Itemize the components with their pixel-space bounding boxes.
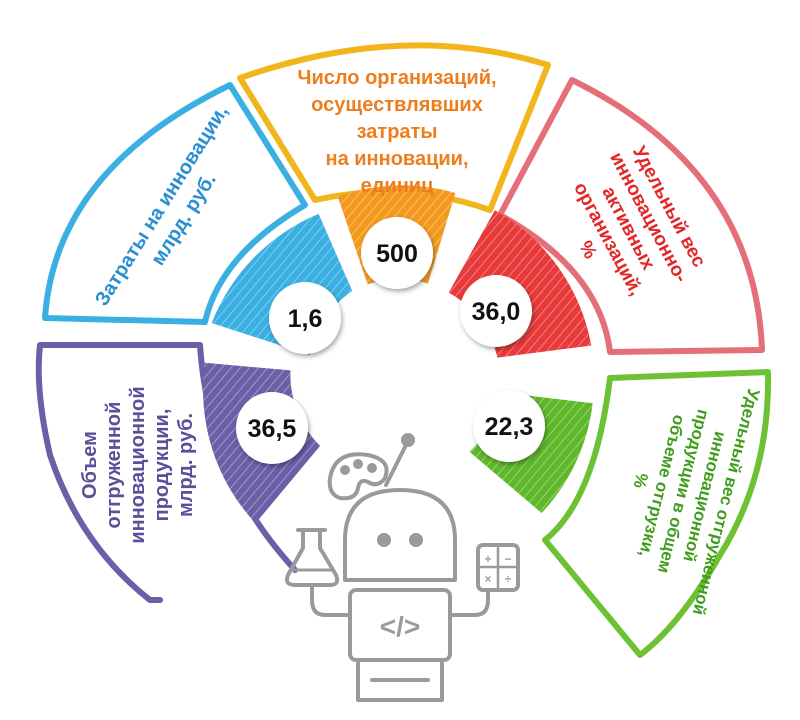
label-green-line-5: % [630, 471, 652, 490]
robot-right-arm-icon [448, 588, 490, 617]
robot-antenna-icon [384, 443, 408, 487]
label-orange-line-5: единиц [361, 175, 434, 197]
robot-eye-left-icon [377, 533, 391, 547]
svg-text:−: − [504, 552, 511, 566]
robot-eye-right-icon [409, 533, 423, 547]
label-orange-line-3: затраты [357, 121, 438, 143]
label-purple-line-5: млрд. руб. [175, 413, 197, 517]
label-purple-line-3: инновационной [127, 386, 149, 543]
label-blue-line-1: Затраты на инновации, [91, 101, 233, 310]
value-green-text: 22,3 [485, 413, 534, 441]
svg-text:×: × [484, 572, 491, 586]
value-purple-text: 36,5 [248, 415, 297, 443]
label-purple-line-4: продукции, [151, 409, 173, 522]
robot-base-icon [356, 658, 444, 702]
label-orange-line-1: Число организаций, [297, 67, 496, 89]
label-purple-line-2: отгруженной [103, 402, 125, 529]
robot-left-arm-icon [310, 583, 352, 617]
calculator-icon [476, 543, 520, 592]
value-purple: 36,5 [236, 392, 308, 464]
value-blue-text: 1,6 [288, 305, 323, 333]
frame-red [497, 77, 765, 355]
value-red: 36,0 [460, 275, 532, 347]
value-orange: 500 [361, 217, 433, 289]
label-purple-line-1: Объем [79, 431, 101, 499]
label-green: Удельный вес отгруженной инновационной п… [630, 387, 764, 617]
value-circles: 36,5 1,6 500 36,0 22,3 [236, 217, 545, 464]
svg-text:÷: ÷ [505, 572, 512, 586]
robot-illustration: </> + − × ÷ [284, 433, 520, 702]
flask-icon [284, 528, 340, 587]
value-orange-text: 500 [376, 240, 418, 268]
robot-head-icon [343, 488, 457, 582]
label-orange-line-4: на инновации, [325, 148, 468, 170]
frame-blue [42, 82, 308, 325]
svg-text:+: + [484, 552, 491, 566]
robot-screen-code: </> [380, 611, 420, 642]
label-orange: Число организаций, осуществлявших затрат… [297, 67, 496, 197]
value-red-text: 36,0 [472, 298, 521, 326]
robot-antenna-tip-icon [401, 433, 415, 447]
value-green: 22,3 [473, 390, 545, 462]
robot-body-icon [348, 588, 452, 662]
label-orange-line-2: осуществлявших [311, 94, 483, 116]
frame-green [542, 369, 772, 658]
value-blue: 1,6 [269, 282, 341, 354]
label-purple: Объем отгруженной инновационной продукци… [79, 386, 197, 543]
label-red-line-5: % [574, 238, 601, 263]
palette-icon [327, 452, 389, 501]
